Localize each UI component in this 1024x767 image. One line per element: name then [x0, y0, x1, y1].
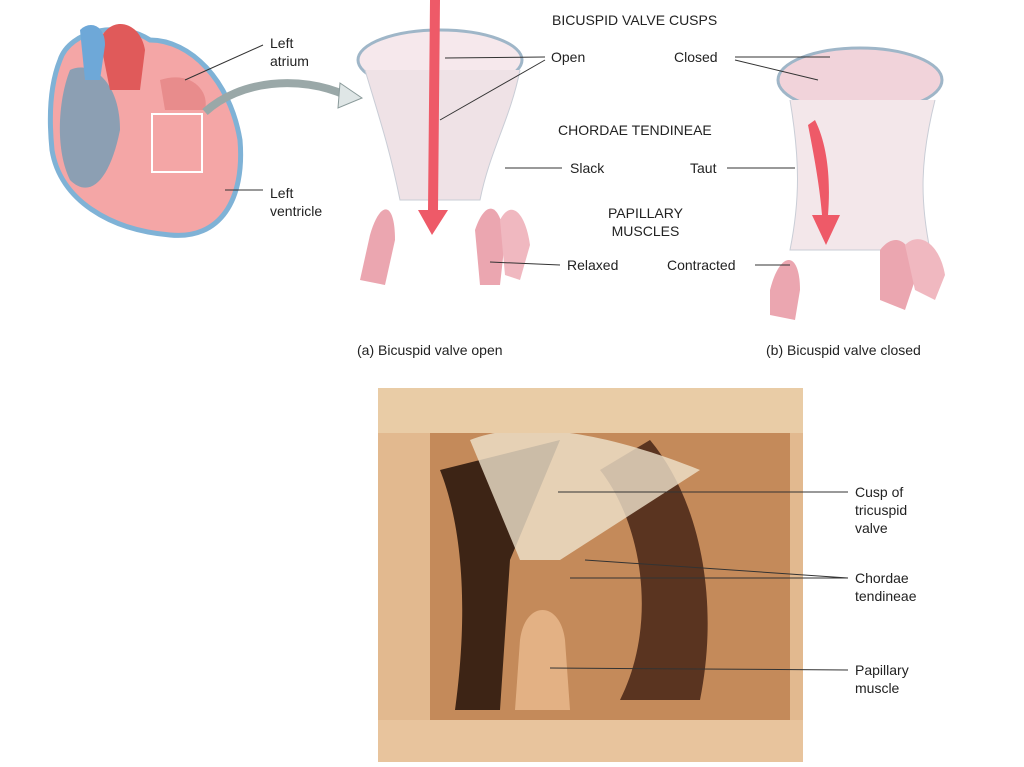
- label-left-atrium: Left atrium: [270, 35, 309, 69]
- label-taut: Taut: [690, 160, 717, 176]
- label-open: Open: [551, 49, 586, 65]
- label-relaxed: Relaxed: [567, 257, 619, 273]
- label-chordae: Chordae tendineae: [855, 570, 917, 604]
- label-closed: Closed: [674, 49, 718, 65]
- dissection-photo: [378, 388, 803, 762]
- heading-papillary: PAPILLARY MUSCLES: [608, 205, 683, 239]
- label-cusp: Cusp of tricuspid valve: [855, 484, 908, 536]
- caption-b: (b) Bicuspid valve closed: [766, 342, 921, 358]
- closed-valve-illustration: [770, 46, 945, 320]
- label-left-ventricle: Left ventricle: [270, 185, 323, 219]
- heading-chordae: CHORDAE TENDINEAE: [558, 122, 712, 138]
- label-contracted: Contracted: [667, 257, 736, 273]
- heart-illustration: [47, 23, 364, 238]
- caption-a: (a) Bicuspid valve open: [357, 342, 503, 358]
- label-papillary: Papillary muscle: [855, 662, 909, 696]
- open-valve-illustration: [356, 0, 530, 285]
- leader-lines: [184, 44, 849, 671]
- heading-cusps: BICUSPID VALVE CUSPS: [552, 12, 718, 28]
- label-slack: Slack: [570, 160, 605, 176]
